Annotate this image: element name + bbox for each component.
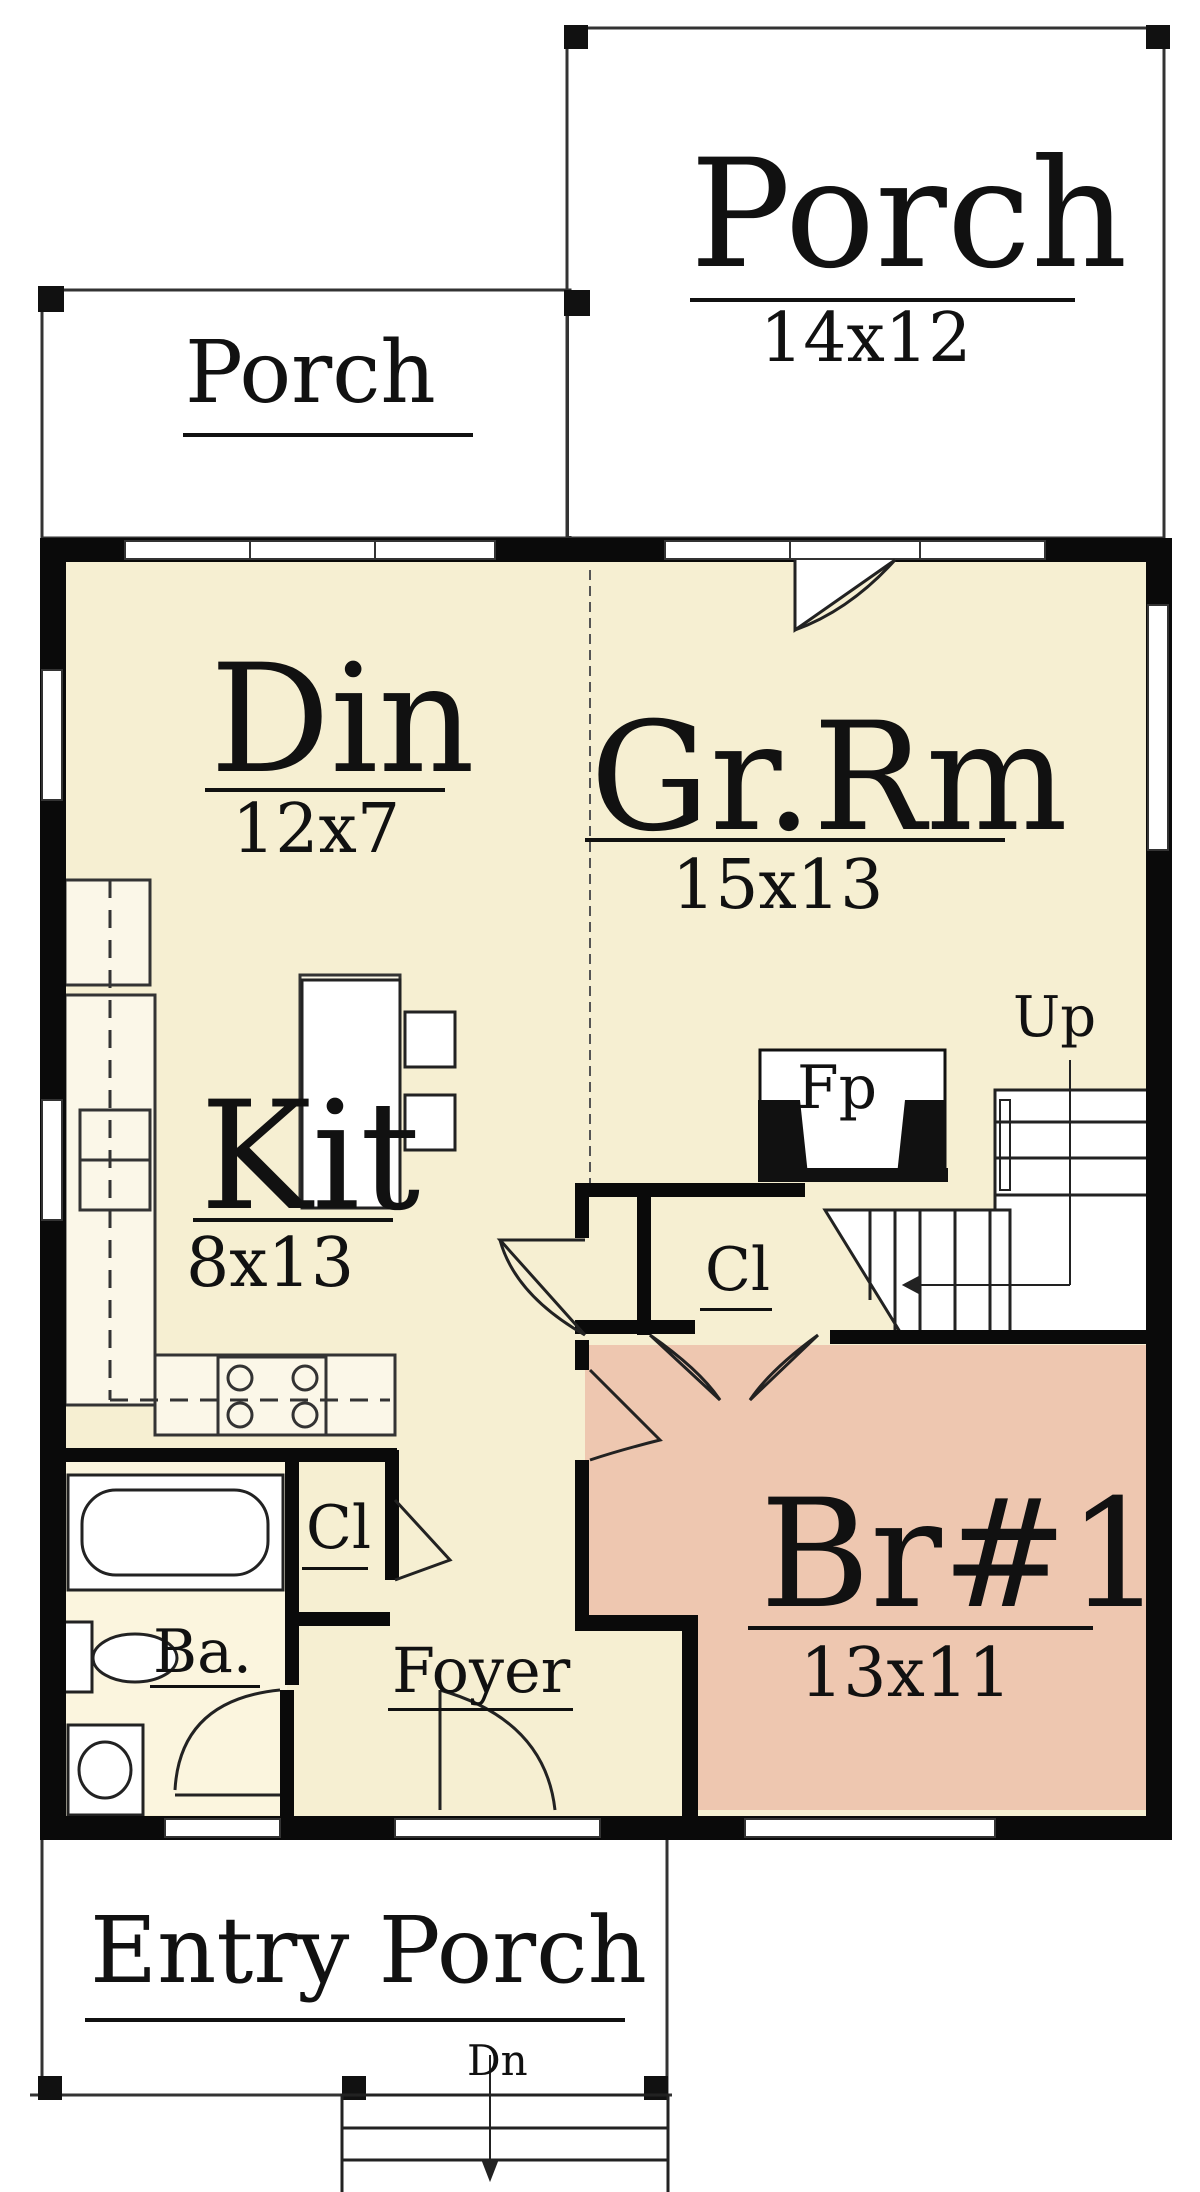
entry-porch-underline <box>85 2018 625 2022</box>
bath-fixtures <box>60 1473 285 1817</box>
hall-closet-underline <box>700 1308 772 1311</box>
stair-down-label: Dn <box>467 2036 528 2085</box>
bedroom-underline <box>748 1626 1093 1630</box>
dining-underline <box>205 788 445 792</box>
closet-hall-wall-top <box>575 1183 805 1197</box>
foyer-label: Foyer <box>392 1634 571 1707</box>
upper-porch-label: Porch <box>690 128 1128 302</box>
stove <box>216 1355 328 1437</box>
dining-label: Din <box>210 633 475 807</box>
bedroom-label: Br#1 <box>760 1468 1164 1642</box>
fireplace-label: Fp <box>797 1053 878 1123</box>
upper-porch-size: 14x12 <box>760 299 972 378</box>
bedroom-north-wall <box>830 1330 1150 1344</box>
windows <box>41 540 1169 1838</box>
entry-closet-label: Cl <box>306 1493 372 1563</box>
kitchen-island <box>300 978 457 1210</box>
kitchen-label: Kit <box>200 1070 421 1244</box>
kitchen-bath-wall <box>62 1448 397 1462</box>
great-room-label: Gr.Rm <box>590 691 1068 865</box>
left-porch-label: Porch <box>185 323 436 423</box>
foyer-underline <box>388 1708 573 1711</box>
bath-label: Ba. <box>153 1617 252 1687</box>
entry-porch-label: Entry Porch <box>90 1897 647 2004</box>
entry-steps <box>340 2055 670 2192</box>
bedroom-floor <box>585 1345 1148 1810</box>
bedroom-size: 13x11 <box>800 1634 1012 1713</box>
kitchen-sink <box>78 1108 152 1212</box>
bedroom-west-wall <box>575 1460 589 1630</box>
kitchen-underline <box>193 1218 393 1222</box>
great-room-underline <box>585 838 1005 842</box>
left-porch-underline <box>183 433 473 437</box>
hall-closet-label: Cl <box>705 1235 771 1305</box>
dining-size: 12x7 <box>232 790 401 869</box>
kitchen-size: 8x13 <box>186 1224 355 1303</box>
fireplace <box>758 1048 948 1182</box>
stair-up-label: Up <box>1013 985 1097 1050</box>
window-mullions <box>249 541 921 559</box>
upper-porch-underline <box>690 298 1075 302</box>
stairs-up <box>822 1060 1152 1342</box>
kitchen-dashed-lines <box>108 880 390 1402</box>
entry-closet-underline <box>302 1567 368 1570</box>
great-room-size: 15x13 <box>672 846 884 925</box>
bath-underline <box>150 1685 260 1688</box>
door-swings <box>173 558 897 1811</box>
